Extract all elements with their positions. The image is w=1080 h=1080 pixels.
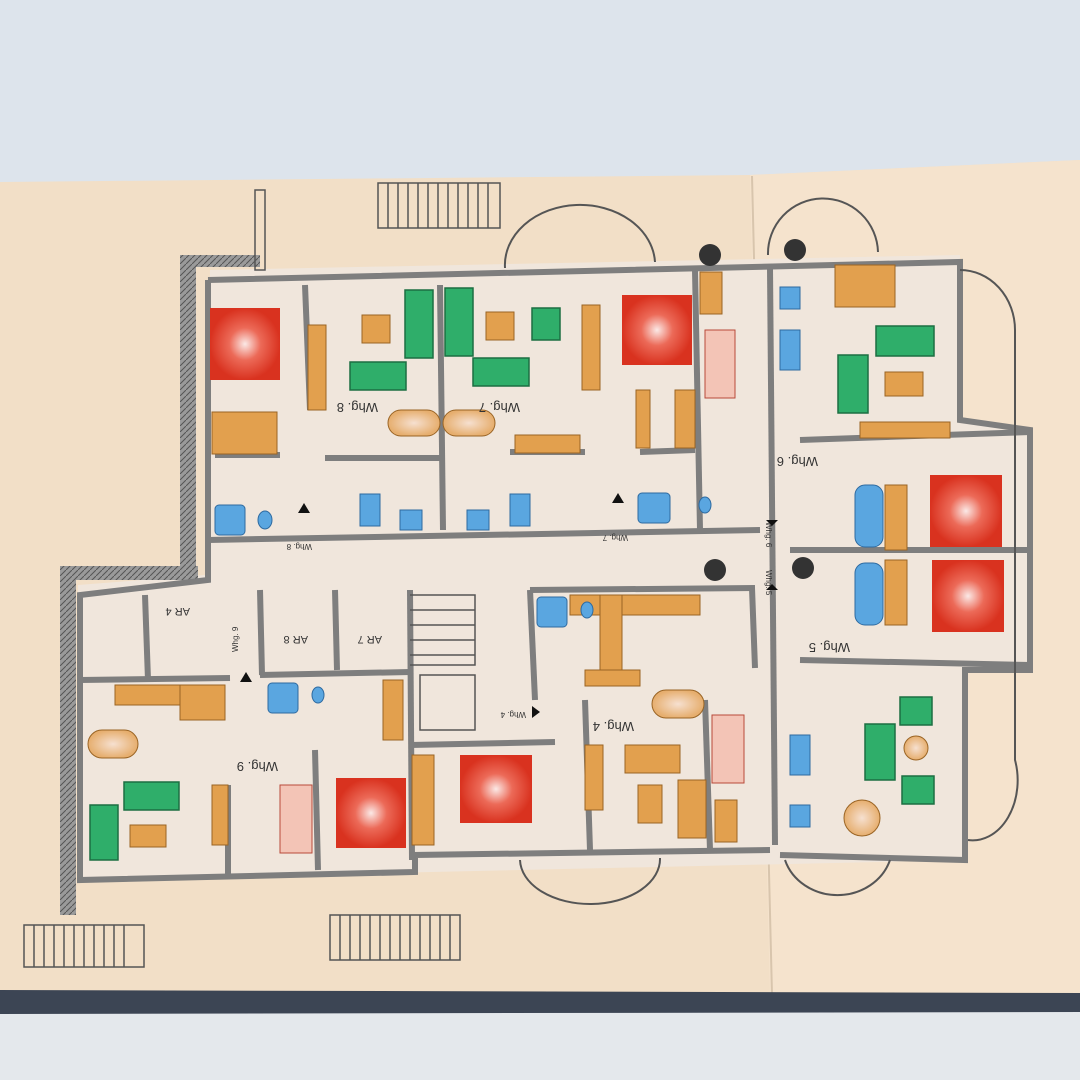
hatched-wall xyxy=(60,566,198,580)
bed-whg9 xyxy=(336,778,406,848)
bed-whg4 xyxy=(460,755,532,823)
building-footprint xyxy=(78,255,1030,880)
storage-label-ar7: AR 7 xyxy=(358,633,382,645)
entrance-arrows xyxy=(240,493,778,718)
bed-whg8 xyxy=(210,308,280,380)
binder-holes xyxy=(699,239,814,581)
storage-label-ar4: AR 4 xyxy=(166,605,190,617)
hatched-wall xyxy=(60,570,76,915)
hatched-wall xyxy=(180,258,196,576)
bed-whg5 xyxy=(932,560,1004,632)
apartment-label-whg8: Whg. 8 xyxy=(337,400,378,415)
beds xyxy=(210,295,1004,848)
storage-label-ar8: AR 8 xyxy=(284,633,308,645)
apartment-label-whg6: Whg. 6 xyxy=(777,454,818,469)
entrance-label-whg6: Whg. 6 xyxy=(764,522,773,548)
apartment-label-whg7: Whg. 7 xyxy=(479,400,520,415)
sofas xyxy=(89,287,935,861)
entrance-label-whg9: Whg. 9 xyxy=(231,626,240,652)
staircases xyxy=(23,182,501,968)
dining-tables xyxy=(87,409,929,837)
entrance-label-whg7: Whg. 7 xyxy=(602,533,628,542)
tablecloth xyxy=(0,0,1080,185)
entrance-label-whg5: Whg. 5 xyxy=(764,570,773,596)
hatched-wall xyxy=(180,255,260,267)
apartment-label-whg9: Whg. 9 xyxy=(237,759,278,774)
bed-whg7 xyxy=(622,295,692,365)
entrance-label-whg4: Whg. 4 xyxy=(500,710,526,719)
sanitary xyxy=(214,286,884,828)
apartment-label-whg4: Whg. 4 xyxy=(593,719,634,734)
furniture xyxy=(114,264,951,848)
binder-edge xyxy=(0,990,1080,1014)
bed-whg6 xyxy=(930,475,1002,547)
apartment-label-whg5: Whg. 5 xyxy=(809,640,850,655)
pink-fixtures xyxy=(279,329,745,854)
table-surface xyxy=(0,1010,1080,1080)
balconies xyxy=(503,197,1019,905)
entrance-label-whg8: Whg. 8 xyxy=(286,542,312,551)
